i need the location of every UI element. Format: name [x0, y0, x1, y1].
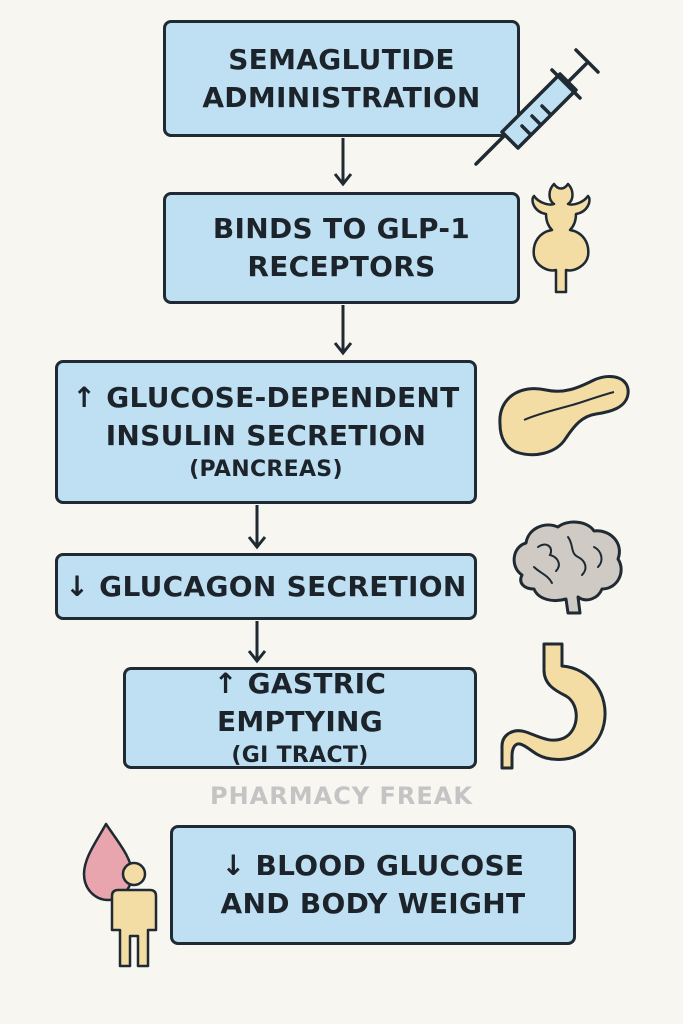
step-gastric-emptying: ↑ GASTRIC EMPTYING (GI TRACT): [123, 667, 477, 769]
arrow-down-4: [247, 621, 267, 664]
arrow-down-2: [333, 305, 353, 356]
step-text: ADMINISTRATION: [202, 80, 481, 114]
syringe-icon: [474, 48, 600, 166]
brain-icon: [512, 520, 623, 615]
stomach-icon: [500, 642, 607, 770]
step-text: ↑ GASTRIC EMPTYING: [213, 667, 387, 738]
brain-receptor-icon: [531, 182, 591, 294]
step-glucagon-secretion: ↓ GLUCAGON SECRETION: [55, 553, 477, 620]
step-text: SEMAGLUTIDE: [228, 42, 455, 76]
step-binds-glp1: BINDS TO GLP-1 RECEPTORS: [163, 192, 520, 304]
step-text: AND BODY WEIGHT: [220, 887, 526, 920]
pancreas-icon: [498, 375, 630, 457]
step-text: INSULIN SECRETION: [105, 419, 427, 452]
blood-drop-person-icon: [82, 822, 158, 968]
step-semaglutide-administration: SEMAGLUTIDE ADMINISTRATION: [163, 20, 520, 137]
step-subtext: (PANCREAS): [189, 457, 343, 482]
step-blood-glucose-body-weight: ↓ BLOOD GLUCOSE AND BODY WEIGHT: [170, 825, 576, 945]
step-text: BINDS TO GLP-1: [212, 212, 471, 245]
step-text: ↓ GLUCAGON SECRETION: [65, 569, 467, 603]
step-text: ↑ GLUCOSE-DEPENDENT: [72, 381, 460, 414]
step-insulin-secretion: ↑ GLUCOSE-DEPENDENT INSULIN SECRETION (P…: [55, 360, 477, 504]
step-text: RECEPTORS: [247, 250, 436, 283]
watermark: PHARMACY FREAK: [210, 782, 473, 810]
arrow-down-1: [333, 138, 353, 187]
step-text: ↓ BLOOD GLUCOSE: [221, 849, 525, 882]
arrow-down-3: [247, 505, 267, 550]
step-subtext: (GI TRACT): [231, 743, 369, 768]
